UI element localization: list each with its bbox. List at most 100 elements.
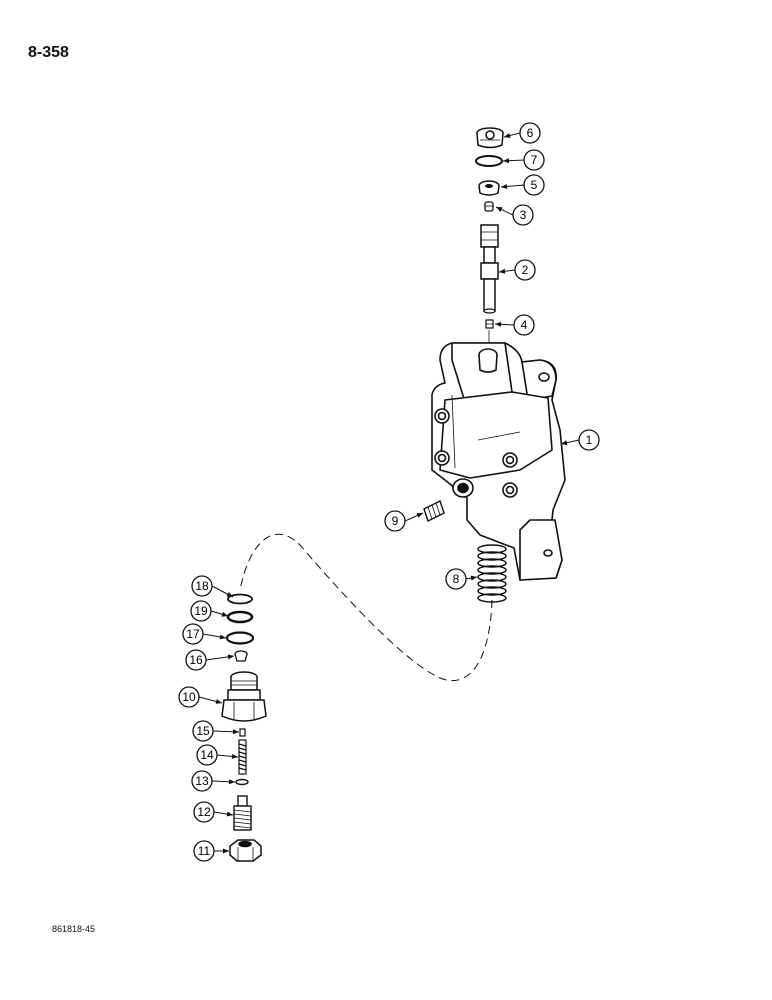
leader-arrowhead (503, 158, 510, 164)
callout-number: 18 (195, 579, 209, 593)
callout-circle (193, 840, 215, 862)
callout-number: 16 (189, 653, 203, 667)
callout-circle (519, 122, 541, 144)
callout-11: 11 (193, 840, 229, 862)
callout-circle (514, 259, 536, 281)
part-17-o-ring (225, 631, 255, 645)
callout-circle (182, 623, 204, 645)
leader-arrowhead (226, 811, 233, 817)
callout-number: 7 (531, 153, 538, 167)
callout-circle (513, 314, 535, 336)
part-1-valve-body (431, 342, 566, 581)
part-13-o-ring (235, 778, 249, 786)
callout-8: 8 (445, 568, 478, 590)
callout-10: 10 (178, 686, 223, 708)
callout-19: 19 (190, 600, 229, 622)
callout-4: 4 (494, 314, 535, 336)
figure-id: 861818-45 (52, 924, 96, 934)
page-number: 8-358 (28, 44, 69, 61)
callout-14: 14 (196, 744, 239, 766)
callout-12: 12 (193, 801, 234, 823)
part-10-cartridge (221, 671, 267, 722)
callout-15: 15 (192, 720, 240, 742)
callout-circle (191, 770, 213, 792)
callout-circle (196, 744, 218, 766)
leader-arrowhead (227, 654, 234, 660)
callout-circle (192, 720, 214, 742)
callout-16: 16 (185, 649, 235, 671)
callout-number: 11 (198, 844, 211, 858)
callout-number: 15 (196, 724, 210, 738)
part-7-o-ring (475, 155, 503, 167)
callout-number: 9 (392, 514, 399, 528)
callout-number: 6 (527, 126, 534, 140)
part-11-lock-nut (229, 839, 262, 862)
callout-6: 6 (503, 122, 541, 144)
part-18-snap-ring (227, 593, 253, 605)
leader-arrowhead (228, 779, 235, 785)
part-12-adjusting-screw (233, 795, 252, 831)
callout-2: 2 (498, 259, 536, 281)
callout-17: 17 (182, 623, 227, 645)
part-5-seat (478, 180, 500, 196)
callout-circle (178, 686, 200, 708)
part-19-backup-ring (226, 610, 254, 624)
callout-13: 13 (191, 770, 236, 792)
leader-arrowhead (496, 207, 503, 212)
part-3-poppet (484, 201, 494, 212)
leader-arrowhead (501, 183, 508, 189)
callout-number: 8 (453, 572, 460, 586)
callout-7: 7 (502, 149, 545, 171)
callout-circle (384, 510, 406, 532)
part-15-pin (239, 728, 246, 737)
part-2-plunger (480, 224, 499, 314)
callout-18: 18 (191, 575, 234, 598)
callout-circle (190, 600, 212, 622)
callout-number: 3 (520, 208, 527, 222)
callout-9: 9 (384, 510, 424, 532)
callout-circle (445, 568, 467, 590)
callout-number: 1 (586, 433, 593, 447)
leader-arrowhead (495, 321, 502, 327)
leader-arrowhead (232, 729, 239, 735)
callout-number: 12 (197, 805, 211, 819)
callout-circle (523, 174, 545, 196)
callout-number: 2 (522, 263, 529, 277)
callout-5: 5 (500, 174, 545, 196)
leader-arrowhead (223, 848, 229, 854)
callout-number: 14 (200, 748, 214, 762)
part-14-spring (238, 739, 247, 775)
part-16-poppet (234, 650, 248, 662)
leader-arrowhead (561, 440, 568, 446)
callout-number: 10 (182, 690, 196, 704)
part-4-pin (485, 319, 494, 329)
callout-number: 4 (521, 318, 528, 332)
leader-arrowhead (504, 133, 511, 138)
callout-circle (512, 204, 534, 226)
leader-arrowhead (215, 699, 222, 704)
callout-circle (193, 801, 215, 823)
leader-arrowhead (499, 268, 506, 274)
callout-number: 13 (195, 774, 209, 788)
part-6-plug (476, 127, 504, 149)
callout-1: 1 (560, 429, 600, 451)
leader-arrowhead (231, 753, 238, 759)
leader-arrowhead (221, 611, 228, 617)
dashed-relation-line (239, 533, 493, 682)
part-8-spring (477, 544, 507, 603)
callout-circle (185, 649, 207, 671)
callout-circle (578, 429, 600, 451)
callout-number: 19 (194, 604, 208, 618)
leader-arrowhead (416, 513, 423, 518)
callout-number: 5 (531, 178, 538, 192)
callout-number: 17 (186, 627, 200, 641)
part-9-screw (423, 500, 445, 522)
leader-arrowhead (226, 592, 233, 597)
callout-3: 3 (495, 204, 534, 226)
leader-arrowhead (219, 634, 226, 640)
callout-circle (191, 575, 213, 597)
callout-circle (523, 149, 545, 171)
leader-arrowhead (470, 575, 477, 581)
